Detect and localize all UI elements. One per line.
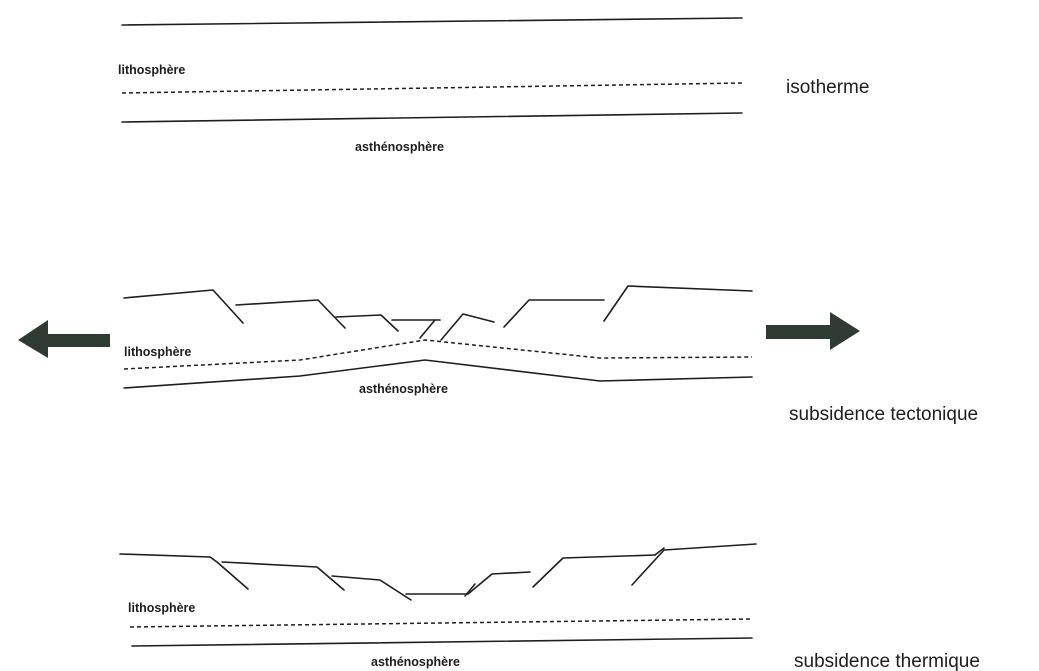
panel-tectonic-subsidence: lithosphère asthénosphère subsidence tec…	[18, 285, 978, 425]
lithosphere-label: lithosphère	[124, 345, 191, 359]
fault-block-4	[440, 313, 495, 341]
basin-surface-right	[631, 543, 757, 586]
lithosphere-base-line	[121, 112, 743, 123]
isotherm-line-raised	[123, 339, 753, 370]
lithosphere-base-line-subsided	[131, 637, 753, 647]
basin-floor	[405, 571, 531, 595]
lithosphere-label: lithosphère	[118, 63, 185, 77]
surface-line	[121, 17, 743, 26]
lithosphere-base-line-raised	[123, 359, 753, 389]
panel-isotherm: lithosphère asthénosphère isotherme	[118, 17, 869, 154]
basin-surface-left	[119, 553, 249, 590]
fault-block-2	[335, 314, 399, 332]
basin-fault-right	[654, 547, 665, 556]
caption-subsidence-thermique: subsidence thermique	[794, 651, 980, 671]
basin-fault-inner	[464, 583, 476, 597]
panel-thermal-subsidence: lithosphère asthénosphère subsidence the…	[119, 543, 980, 671]
right-arrow-icon	[766, 312, 860, 350]
asthenosphere-label: asthénosphère	[359, 382, 448, 396]
basin-block-3	[532, 554, 656, 588]
asthenosphere-label: asthénosphère	[355, 140, 444, 154]
fault-block-1	[235, 299, 346, 329]
fault-center	[419, 319, 436, 339]
rift-surface-right	[603, 285, 753, 322]
isotherm-line-subsided	[129, 618, 753, 628]
rift-surface-left	[123, 289, 244, 324]
fault-block-5	[503, 299, 605, 328]
basin-block-1	[221, 561, 345, 591]
basin-block-2	[331, 575, 412, 601]
asthenosphere-label: asthénosphère	[371, 655, 460, 669]
lithosphere-label: lithosphère	[128, 601, 195, 615]
left-arrow-icon	[18, 320, 110, 358]
caption-isotherme: isotherme	[786, 77, 869, 98]
isotherm-line	[121, 82, 743, 94]
caption-subsidence-tectonique: subsidence tectonique	[789, 404, 978, 425]
